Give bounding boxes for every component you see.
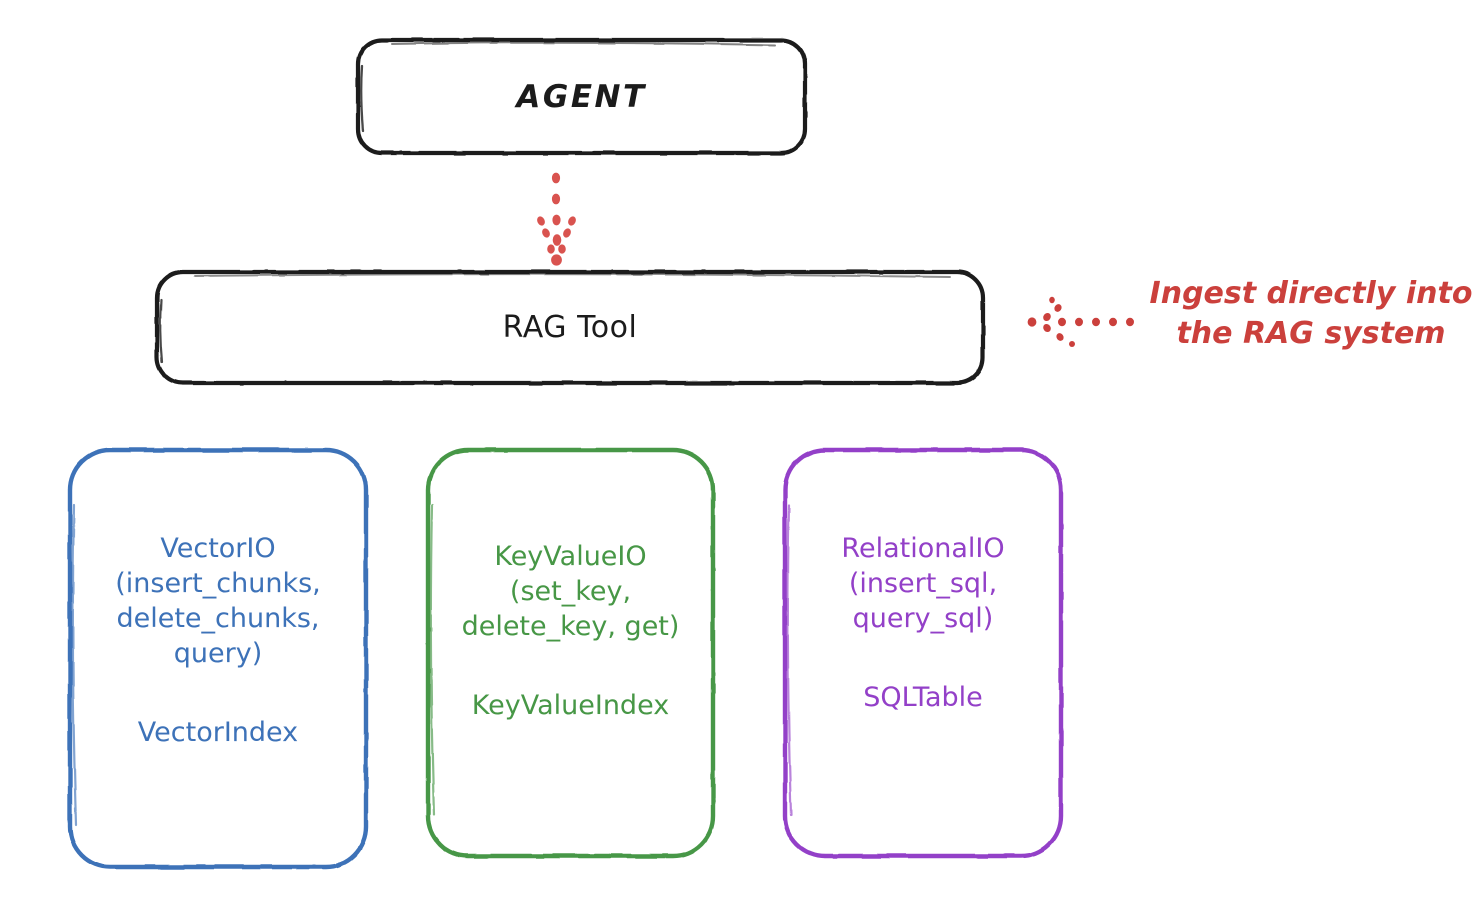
relational-io-box-outline <box>782 447 1064 859</box>
agent-box-outline <box>355 37 808 156</box>
relational-io-api-label: RelationalIO (insert_sql, query_sql) <box>841 532 1005 634</box>
ingest-annotation-text: Ingest directly into the RAG system <box>1149 276 1473 351</box>
key-value-io-box-outline <box>425 447 716 859</box>
agent-to-rag-arrow <box>537 172 576 266</box>
rag-tool-box-outline <box>154 269 986 386</box>
vector-index-label: VectorIndex <box>137 717 299 749</box>
agent-box[interactable]: AGENT <box>358 40 805 153</box>
key-value-index-label: KeyValueIndex <box>471 690 670 722</box>
relational-io-box[interactable]: RelationalIO (insert_sql, query_sql) SQL… <box>785 450 1061 856</box>
rag-tool-box[interactable]: RAG Tool <box>157 272 983 383</box>
rag-tool-label: RAG Tool <box>502 310 638 345</box>
agent-label: AGENT <box>516 78 647 115</box>
vector-io-text-group: VectorIO (insert_chunks, delete_chunks, … <box>115 531 320 750</box>
key-value-io-api-label: KeyValueIO (set_key, delete_key, get) <box>461 540 680 642</box>
sql-table-label: SQLTable <box>863 682 983 714</box>
key-value-io-box[interactable]: KeyValueIO (set_key, delete_key, get) Ke… <box>428 450 713 856</box>
relational-io-text-group: RelationalIO (insert_sql, query_sql) SQL… <box>841 531 1004 715</box>
ingest-annotation-arrow <box>1027 296 1134 347</box>
vector-io-box[interactable]: VectorIO (insert_chunks, delete_chunks, … <box>70 450 366 867</box>
vector-io-box-outline <box>67 447 369 870</box>
key-value-io-text-group: KeyValueIO (set_key, delete_key, get) Ke… <box>462 539 680 723</box>
vector-io-api-label: VectorIO (insert_chunks, delete_chunks, … <box>115 532 321 670</box>
